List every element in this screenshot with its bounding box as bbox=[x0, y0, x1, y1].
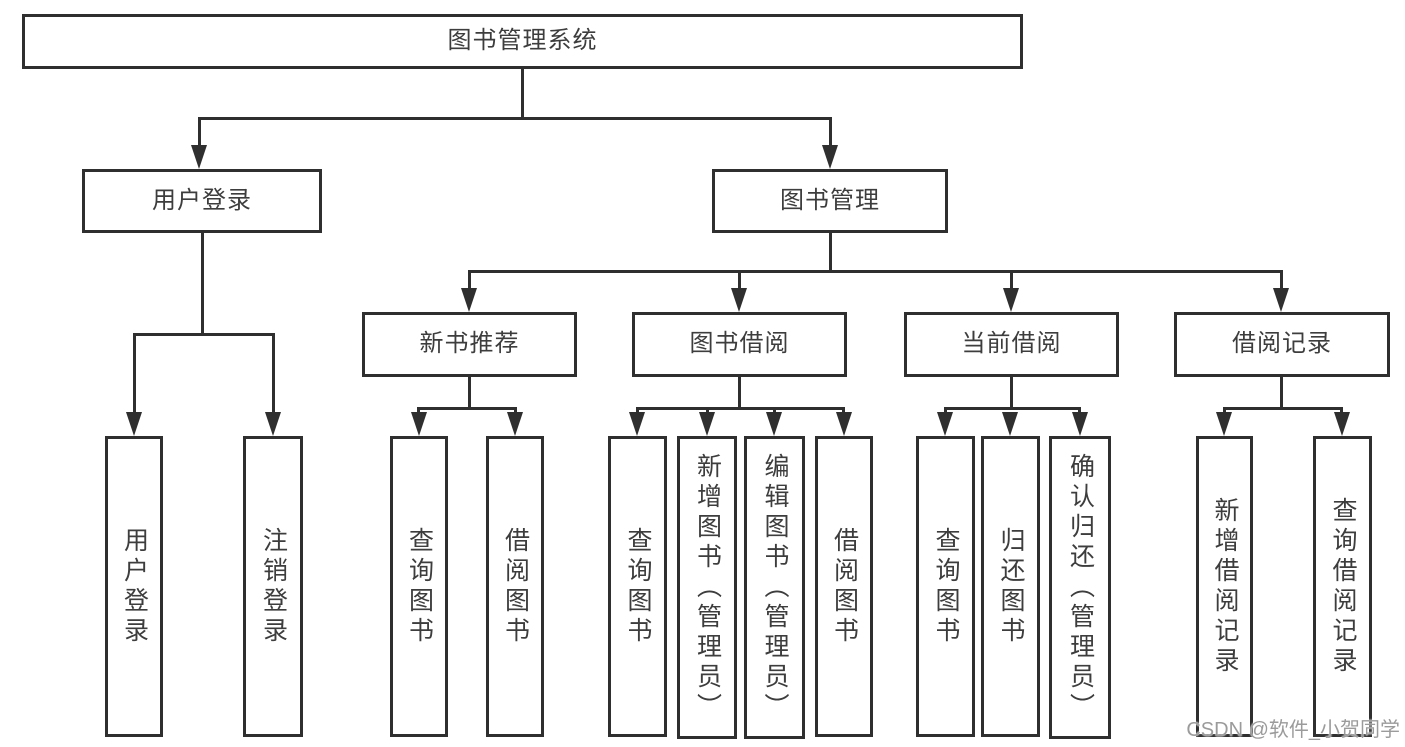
arrow-down-borrowing-records bbox=[1273, 288, 1289, 312]
leaf-edit-book-admin: 编辑图书（管理员） bbox=[744, 436, 805, 739]
connector-user-login-stem bbox=[201, 233, 204, 335]
connector-drop bbox=[417, 407, 420, 414]
node-root: 图书管理系统 bbox=[22, 14, 1023, 69]
connector-book-management-stem bbox=[829, 233, 832, 272]
connector-drop bbox=[1078, 407, 1081, 414]
connector-root-stem bbox=[521, 68, 524, 118]
connector-drop-current-borrowing bbox=[1010, 270, 1013, 291]
connector-drop-borrowing-records bbox=[1280, 270, 1283, 291]
node-book-borrowing: 图书借阅 bbox=[632, 312, 847, 377]
arrow-down-leaf-user-login bbox=[126, 412, 142, 436]
leaf-query-borrow-record: 查询借阅记录 bbox=[1313, 436, 1372, 737]
arrow-down-confirm-return-admin bbox=[1072, 412, 1088, 436]
connector-drop-leaf-user-login bbox=[133, 333, 136, 414]
leaf-add-book-admin: 新增图书（管理员） bbox=[677, 436, 737, 739]
arrow-down-query-books-3 bbox=[937, 412, 953, 436]
connector-book-borrowing-fork bbox=[636, 407, 845, 410]
connector-drop-user-login bbox=[198, 117, 201, 148]
connector-book-management-fork bbox=[468, 270, 1283, 273]
connector-current-borrowing-fork bbox=[944, 407, 1081, 410]
leaf-borrow-books-2: 借阅图书 bbox=[815, 436, 873, 737]
arrow-down-return-books bbox=[1002, 412, 1018, 436]
connector-current-borrowing-stem bbox=[1010, 377, 1013, 410]
csdn-watermark: CSDN @软件_小贺同学 bbox=[1186, 719, 1400, 741]
node-current-borrowing: 当前借阅 bbox=[904, 312, 1119, 377]
connector-user-login-fork bbox=[133, 333, 274, 336]
connector-drop-leaf-logout bbox=[272, 333, 275, 414]
node-book-management: 图书管理 bbox=[712, 169, 948, 233]
arrow-down-user-login bbox=[191, 145, 207, 169]
leaf-query-books-2: 查询图书 bbox=[608, 436, 667, 737]
arrow-down-leaf-logout bbox=[265, 412, 281, 436]
leaf-borrow-books-1: 借阅图书 bbox=[486, 436, 544, 737]
arrow-down-book-borrowing bbox=[731, 288, 747, 312]
leaf-query-books-3: 查询图书 bbox=[916, 436, 975, 737]
connector-book-borrowing-stem bbox=[738, 377, 741, 410]
node-user-login: 用户登录 bbox=[82, 169, 322, 233]
connector-drop bbox=[842, 407, 845, 414]
arrow-down-query-books-1 bbox=[411, 412, 427, 436]
leaf-add-borrow-record: 新增借阅记录 bbox=[1196, 436, 1253, 737]
leaf-logout: 注销登录 bbox=[243, 436, 303, 737]
connector-borrowing-records-fork bbox=[1223, 407, 1343, 410]
connector-drop bbox=[706, 407, 709, 414]
arrow-down-edit-book-admin bbox=[766, 412, 782, 436]
leaf-query-books-1: 查询图书 bbox=[390, 436, 448, 737]
connector-root-fork bbox=[198, 117, 832, 120]
connector-drop bbox=[1340, 407, 1343, 414]
arrow-down-query-books-2 bbox=[629, 412, 645, 436]
node-new-book-recommend: 新书推荐 bbox=[362, 312, 577, 377]
connector-drop-book-management bbox=[829, 117, 832, 148]
node-borrowing-records: 借阅记录 bbox=[1174, 312, 1390, 377]
arrow-down-borrow-books-1 bbox=[507, 412, 523, 436]
leaf-confirm-return-admin: 确认归还（管理员） bbox=[1049, 436, 1111, 739]
connector-drop-new-book bbox=[468, 270, 471, 291]
connector-drop bbox=[773, 407, 776, 414]
connector-drop-book-borrowing bbox=[738, 270, 741, 291]
connector-new-book-fork bbox=[417, 407, 517, 410]
connector-drop bbox=[636, 407, 639, 414]
connector-new-book-stem bbox=[468, 377, 471, 410]
leaf-user-login: 用户登录 bbox=[105, 436, 163, 737]
arrow-down-book-management bbox=[822, 145, 838, 169]
connector-borrowing-records-stem bbox=[1280, 377, 1283, 410]
arrow-down-add-book-admin bbox=[699, 412, 715, 436]
arrow-down-add-borrow-record bbox=[1216, 412, 1232, 436]
connector-drop bbox=[944, 407, 947, 414]
connector-drop bbox=[514, 407, 517, 414]
leaf-return-books: 归还图书 bbox=[981, 436, 1040, 737]
arrow-down-borrow-books-2 bbox=[836, 412, 852, 436]
arrow-down-current-borrowing bbox=[1003, 288, 1019, 312]
arrow-down-new-book bbox=[461, 288, 477, 312]
arrow-down-query-borrow-record bbox=[1334, 412, 1350, 436]
connector-drop bbox=[1223, 407, 1226, 414]
